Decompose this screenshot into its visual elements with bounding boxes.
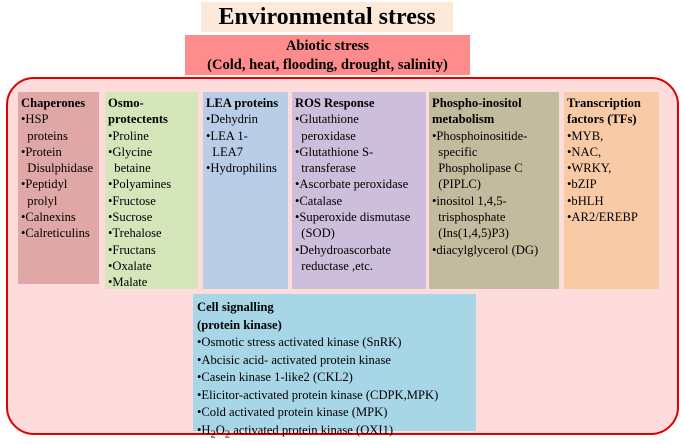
list-item: •Oxalate <box>108 258 152 273</box>
list-item: •Proline <box>108 128 149 143</box>
list-item: •Hydrophilins <box>206 161 277 176</box>
list-item: •Superoxide dismutase <box>295 210 411 225</box>
list-item: •Glycine <box>108 144 153 159</box>
list-item: •Catalase <box>295 193 343 208</box>
ros-response-header: ROS Response <box>295 96 375 110</box>
list-item: •Fructose <box>108 193 156 208</box>
list-item: •Calreticulins <box>21 226 90 241</box>
list-item: •Protein <box>21 144 62 159</box>
phosphoinositol-header-line1: Phospho-inositol <box>432 96 522 110</box>
list-item: •inositol 1,4,5- <box>432 193 507 208</box>
list-item: •Ascorbate peroxidase <box>295 177 409 192</box>
cell-signalling-box: Cell signalling (protein kinase) •Osmoti… <box>193 294 476 440</box>
lea-proteins-header: LEA proteins <box>206 96 279 110</box>
list-item: •AR2/EREBP <box>567 210 638 225</box>
list-item: •Glutathione S- <box>295 144 374 159</box>
osmoprotectants-header-line1: Osmo- <box>108 96 144 110</box>
list-item: prolyl <box>21 193 58 208</box>
list-item: •NAC, <box>567 144 602 159</box>
list-item: •Elicitor-activated protein kinase (CDPK… <box>197 387 439 402</box>
list-item: •Calnexins <box>21 210 76 225</box>
list-item: •Malate <box>108 275 148 290</box>
chaperones-header: Chaperones <box>21 96 86 110</box>
transcription-factors-box: Transcription factors (TFs) •MYB, •NAC, … <box>564 92 659 289</box>
h2o2-subscript-2: 2 <box>224 429 231 441</box>
list-item: •Dehydroascorbate <box>295 242 392 257</box>
osmoprotectants-header-line2: protectents <box>108 112 168 127</box>
abiotic-stress-title: Abiotic stress <box>285 38 370 54</box>
list-item: (Ins(1,4,5)P3) <box>432 226 509 241</box>
abiotic-stress-list: (Cold, heat, flooding, drought, salinity… <box>207 57 448 73</box>
list-item: •HSP <box>21 112 49 127</box>
list-item: •Trehalose <box>108 226 162 241</box>
h2o2-subscript-1: 2 <box>210 429 216 441</box>
list-item: •Osmotic stress activated kinase (SnRK) <box>197 335 402 349</box>
list-item: •H2O2 activated protein kinase (OXI1) <box>197 422 472 444</box>
list-item: (PIPLC) <box>432 177 481 192</box>
list-item: Phospholipase C <box>432 161 523 176</box>
list-item: •Glutathione <box>295 112 359 127</box>
list-item: •Casein kinase 1-like2 (CKL2) <box>197 370 353 384</box>
list-item: •Abcisic acid- activated protein kinase <box>197 352 391 367</box>
list-item: betaine <box>108 161 151 176</box>
list-item: •Sucrose <box>108 210 153 225</box>
list-item: peroxidase <box>295 128 356 143</box>
list-item: •Polyamines <box>108 177 172 192</box>
list-item: •diacylglycerol (DG) <box>432 242 539 257</box>
list-item: specific <box>432 144 478 159</box>
list-item: •WRKY, <box>567 161 612 176</box>
list-item: reductase ,etc. <box>295 258 373 273</box>
list-item: •bHLH <box>567 193 604 208</box>
transcription-factors-header-line1: Transcription <box>567 96 641 110</box>
h2o2-prefix: •H <box>197 422 211 437</box>
ros-response-box: ROS Response •Glutathione peroxidase •Gl… <box>292 92 426 289</box>
list-item: •Dehydrin <box>206 112 258 127</box>
list-item: (SOD) <box>295 226 335 241</box>
lea-proteins-box: LEA proteins •Dehydrin •LEA 1- LEA7 •Hyd… <box>203 92 288 289</box>
page-title: Environmental stress <box>201 2 453 32</box>
list-item: •Peptidyl <box>21 177 68 192</box>
list-item: •Cold activated protein kinase (MPK) <box>197 405 388 419</box>
phosphoinositol-header-line2: metabolism <box>432 112 495 127</box>
cell-signalling-header-line1: Cell signalling <box>197 300 274 314</box>
list-item: trisphosphate <box>432 210 506 225</box>
list-item: •bZIP <box>567 177 597 192</box>
abiotic-stress-box: Abiotic stress (Cold, heat, flooding, dr… <box>185 35 470 75</box>
list-item: Disulphidase <box>21 161 94 176</box>
cell-signalling-header-line2: (protein kinase) <box>197 317 282 332</box>
list-item: proteins <box>21 128 68 143</box>
transcription-factors-header-line2: factors (TFs) <box>567 112 637 127</box>
chaperones-box: Chaperones •HSP proteins •Protein Disulp… <box>18 92 99 284</box>
list-item: •LEA 1- <box>206 128 248 143</box>
h2o2-o: O <box>215 422 225 437</box>
osmoprotectants-box: Osmo- protectents •Proline •Glycine beta… <box>105 92 198 289</box>
list-item: •Phosphoinositide- <box>432 128 528 143</box>
list-item: LEA7 <box>206 144 244 159</box>
list-item: •MYB, <box>567 128 604 143</box>
phosphoinositol-metabolism-box: Phospho-inositol metabolism •Phosphoinos… <box>429 92 559 289</box>
list-item: transferase <box>295 161 356 176</box>
h2o2-suffix: activated protein kinase (OXI1) <box>230 422 394 437</box>
list-item: •Fructans <box>108 242 156 257</box>
